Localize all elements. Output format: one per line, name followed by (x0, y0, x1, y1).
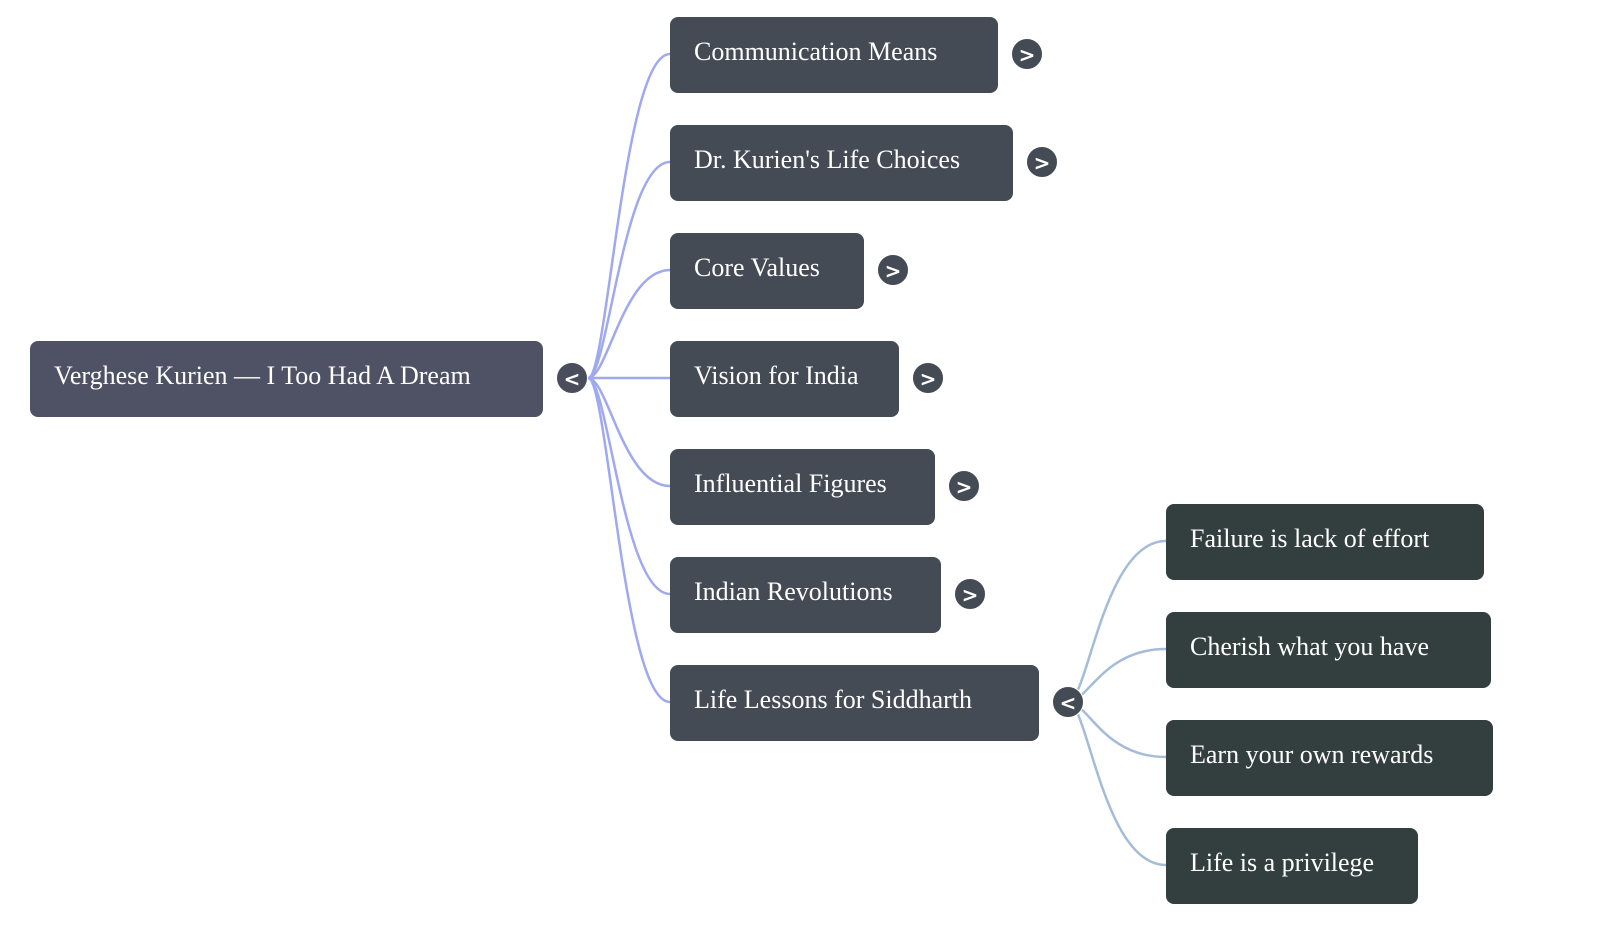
edge-branch-to-leaf (1067, 539, 1167, 704)
leaf-node-label: Earn your own rewards (1190, 740, 1434, 769)
edge-root-to-branch (586, 376, 671, 704)
branch-node-vision-for-india[interactable]: Vision for India (670, 341, 899, 417)
branch-node-label: Vision for India (694, 361, 859, 390)
branch-node-label: Communication Means (694, 37, 938, 66)
root-collapse-toggle[interactable]: < (556, 362, 588, 394)
expand-toggle[interactable]: > (877, 254, 909, 286)
root-node-label: Verghese Kurien — I Too Had A Dream (54, 361, 471, 390)
leaf-node[interactable]: Life is a privilege (1166, 828, 1418, 904)
expand-toggle[interactable]: > (1011, 38, 1043, 70)
branch-node-life-lessons-for-siddharth[interactable]: Life Lessons for Siddharth (670, 665, 1039, 741)
leaf-node[interactable]: Earn your own rewards (1166, 720, 1493, 796)
branch-node-label: Dr. Kurien's Life Choices (694, 145, 961, 174)
expand-toggle[interactable]: > (1026, 146, 1058, 178)
leaf-node[interactable]: Failure is lack of effort (1166, 504, 1484, 580)
branch-node-core-values[interactable]: Core Values (670, 233, 864, 309)
branch-node-label: Indian Revolutions (694, 577, 893, 606)
branch-node-label: Life Lessons for Siddharth (694, 685, 973, 714)
edge-root-to-branch (587, 160, 671, 380)
branch-node-label: Influential Figures (694, 469, 887, 498)
expand-toggle[interactable]: > (954, 578, 986, 610)
branch-node-dr-kurien-s-life-choices[interactable]: Dr. Kurien's Life Choices (670, 125, 1013, 201)
expand-toggle[interactable]: > (912, 362, 944, 394)
branch-node-influential-figures[interactable]: Influential Figures (670, 449, 935, 525)
edge-root-to-branch (587, 376, 671, 596)
edge-root-to-branch (587, 376, 671, 488)
collapse-toggle[interactable]: < (1052, 686, 1084, 718)
branch-node-label: Core Values (694, 253, 820, 282)
edge-root-to-branch (587, 268, 671, 380)
edge-branch-to-leaf (1067, 700, 1167, 867)
leaf-node-label: Cherish what you have (1190, 632, 1430, 661)
edge-root-to-branch (586, 52, 671, 380)
leaf-node[interactable]: Cherish what you have (1166, 612, 1491, 688)
expand-toggle[interactable]: > (948, 470, 980, 502)
leaf-node-label: Failure is lack of effort (1190, 524, 1430, 553)
leaf-node-label: Life is a privilege (1190, 848, 1375, 877)
branch-node-indian-revolutions[interactable]: Indian Revolutions (670, 557, 941, 633)
root-node[interactable]: Verghese Kurien — I Too Had A Dream (30, 341, 543, 417)
branch-node-communication-means[interactable]: Communication Means (670, 17, 998, 93)
